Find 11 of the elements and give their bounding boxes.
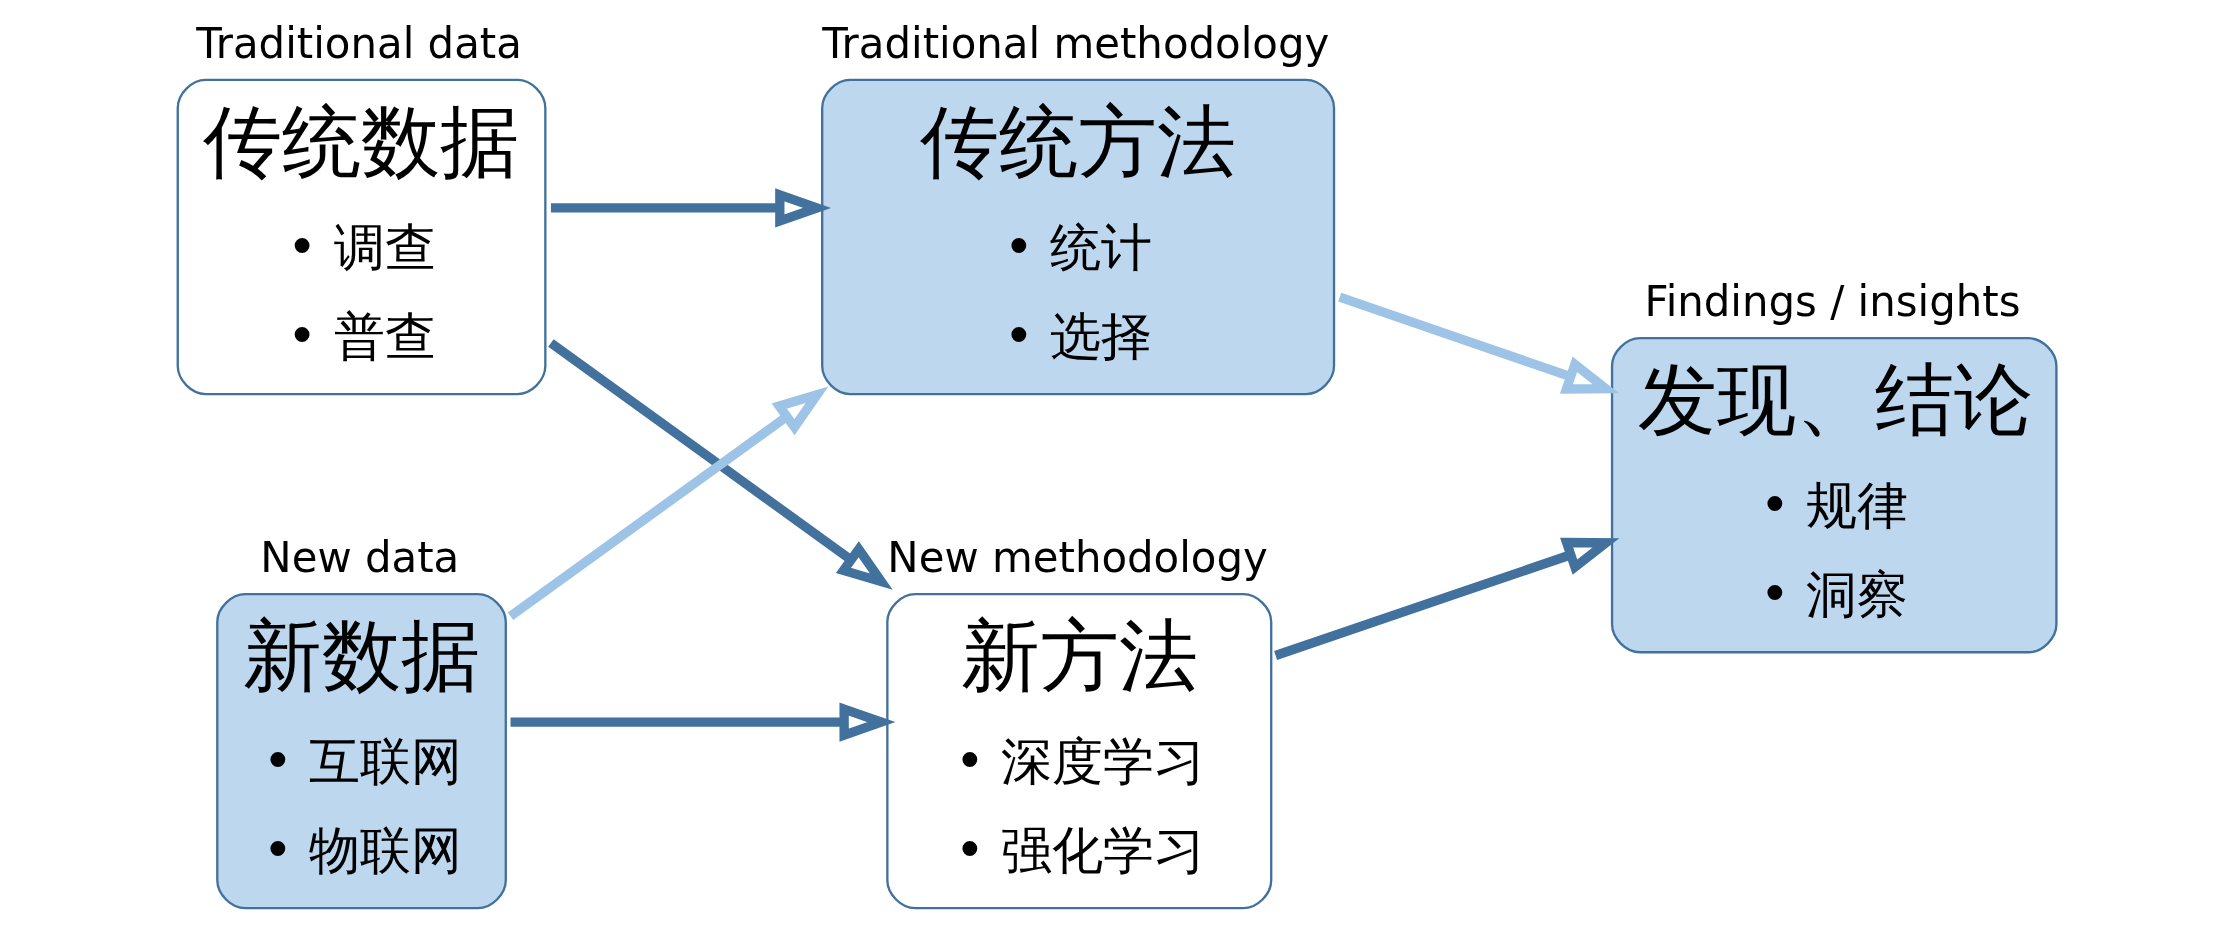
arrow [1273, 537, 1619, 660]
arrow [1337, 292, 1619, 394]
arrow [547, 338, 893, 590]
arrow [510, 702, 895, 742]
node-label: Traditional data [195, 18, 522, 68]
node-label: Traditional methodology [821, 18, 1329, 68]
node-label: Findings / insights [1644, 276, 2021, 326]
node-label: New data [259, 532, 459, 582]
node-label: New methodology [886, 532, 1268, 582]
arrow [550, 187, 831, 227]
arrow [507, 386, 828, 620]
